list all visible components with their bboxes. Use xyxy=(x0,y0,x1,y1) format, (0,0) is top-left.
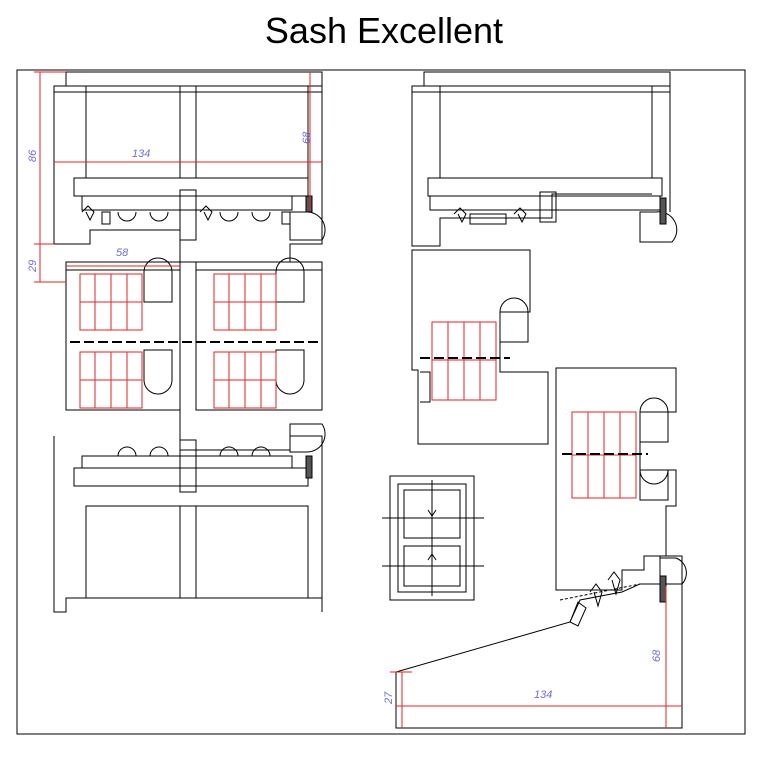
dim-right-bottom: 27 xyxy=(383,691,395,705)
right-glazing xyxy=(431,321,637,499)
dim-right-width: 134 xyxy=(534,689,552,701)
dim-left-glass: 58 xyxy=(116,247,129,259)
left-dimensions xyxy=(34,71,322,283)
left-glazing xyxy=(79,273,277,409)
drawing-frame xyxy=(16,69,746,735)
dim-right-height: 68 xyxy=(651,649,663,662)
dim-left-width: 134 xyxy=(132,148,150,160)
right-section xyxy=(395,71,687,729)
drawing-title: Sash Excellent xyxy=(264,10,504,51)
sash-elevation-symbol xyxy=(382,475,484,601)
dim-left-inner: 68 xyxy=(301,131,313,144)
dim-left-height-top: 86 xyxy=(27,149,39,162)
right-dimensions xyxy=(390,586,682,728)
dim-left-height-mid: 29 xyxy=(27,260,39,273)
